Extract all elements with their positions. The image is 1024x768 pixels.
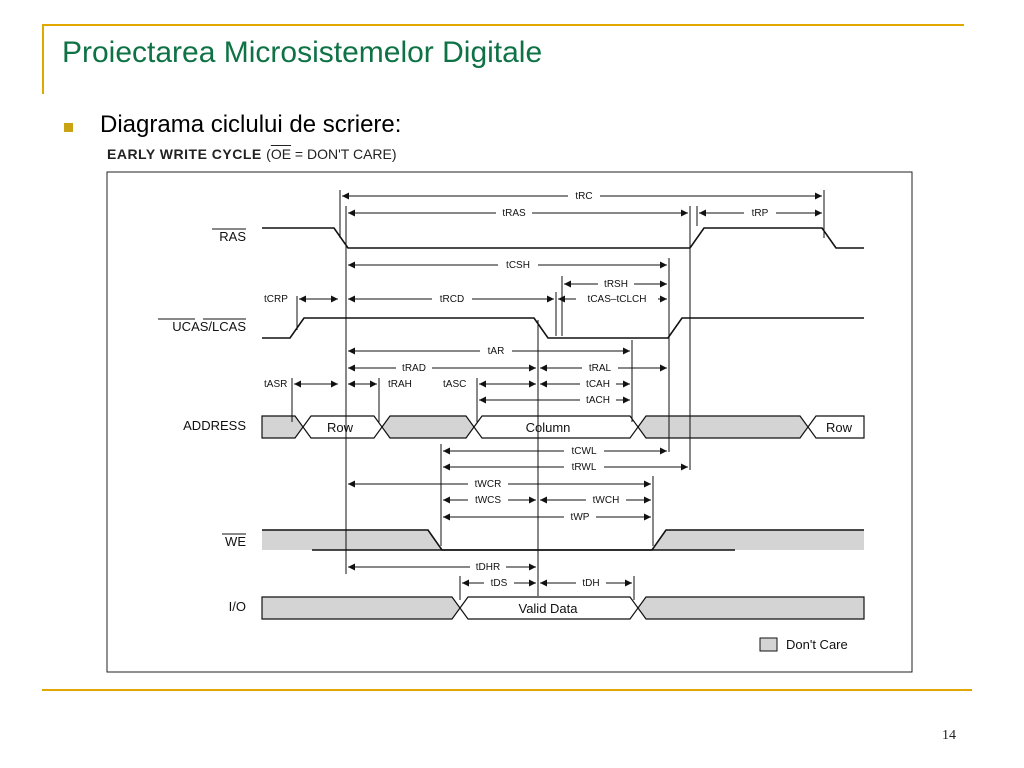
timing-label-tral: tRAL xyxy=(589,363,612,374)
ucas-waveform xyxy=(262,317,864,339)
legend-swatch xyxy=(759,637,778,652)
timing-label-tasr: tASR xyxy=(264,379,287,390)
timing-label-tras: tRAS xyxy=(502,208,526,219)
ras-waveform xyxy=(262,227,864,249)
timing-label-trwl: tRWL xyxy=(572,462,597,473)
timing-label-tdh: tDH xyxy=(582,578,599,589)
timing-label-trad: tRAD xyxy=(402,363,426,374)
timing-labels: tRC tRAS tRP tCSH tRSH tCRP tRCD tCAS–tC… xyxy=(264,189,776,589)
timing-label-trp: tRP xyxy=(752,208,769,219)
address-bus: Row Column Row xyxy=(261,415,865,439)
timing-label-twp: tWP xyxy=(571,512,590,523)
page-title: Proiectarea Microsistemelor Digitale xyxy=(62,36,543,69)
address-dontcare-1 xyxy=(261,415,304,439)
timing-label-tach: tACH xyxy=(586,395,610,406)
timing-label-trah: tRAH xyxy=(388,379,412,390)
we-dontcare-right xyxy=(652,530,864,550)
timing-label-tdhr: tDHR xyxy=(476,562,500,573)
timing-label-tar: tAR xyxy=(488,346,505,357)
we-dontcare-left xyxy=(262,530,442,550)
legend: Don't Care xyxy=(759,637,848,652)
timing-label-tcsh: tCSH xyxy=(506,260,530,271)
bus-label-valid-data: Valid Data xyxy=(518,601,578,616)
legend-label: Don't Care xyxy=(786,637,848,652)
timing-label-twcs: tWCS xyxy=(475,495,501,506)
bullet-square-icon xyxy=(64,123,73,132)
diagram-heading-main: EARLY WRITE CYCLE xyxy=(107,146,262,162)
signal-label-ras: RAS xyxy=(219,229,246,244)
timing-label-tcah: tCAH xyxy=(586,379,610,390)
signal-label-we: WE xyxy=(225,534,246,549)
bullet-text: Diagrama ciclului de scriere: xyxy=(100,111,402,138)
timing-label-twch: tWCH xyxy=(593,495,620,506)
timing-label-twcr: tWCR xyxy=(475,479,502,490)
signal-label-ucas: UCAS/LCAS xyxy=(172,319,246,334)
timing-label-tcrp: tCRP xyxy=(264,294,288,305)
bus-label-row-1: Row xyxy=(327,420,354,435)
timing-label-trcd: tRCD xyxy=(440,294,464,305)
timing-label-trsh: tRSH xyxy=(604,279,628,290)
title-side-rule xyxy=(42,24,44,94)
timing-label-tcwl: tCWL xyxy=(572,446,597,457)
footer-rule xyxy=(42,689,972,691)
page-number: 14 xyxy=(942,728,956,743)
signal-label-address: ADDRESS xyxy=(183,418,246,433)
timing-label-tds: tDS xyxy=(491,578,508,589)
address-row-2 xyxy=(807,415,865,439)
timing-label-trc: tRC xyxy=(575,191,592,202)
io-bus: Valid Data xyxy=(261,596,865,620)
diagram-heading: EARLY WRITE CYCLE (OE = DON'T CARE) xyxy=(107,146,397,162)
bus-label-column: Column xyxy=(526,420,571,435)
bus-label-row-2: Row xyxy=(826,420,853,435)
we-signal xyxy=(262,529,864,551)
io-dontcare-right xyxy=(637,596,865,620)
diagram-heading-note: (OE = DON'T CARE) xyxy=(266,146,397,162)
address-dontcare-2 xyxy=(381,415,475,439)
reference-lines xyxy=(291,190,825,600)
timing-label-tcas: tCAS–tCLCH xyxy=(588,294,647,305)
oe-signal: OE xyxy=(270,146,292,162)
timing-label-tasc: tASC xyxy=(443,379,466,390)
io-dontcare-left xyxy=(261,596,461,620)
title-top-rule xyxy=(42,24,964,26)
signal-label-io: I/O xyxy=(229,599,246,614)
address-dontcare-3 xyxy=(637,415,809,439)
